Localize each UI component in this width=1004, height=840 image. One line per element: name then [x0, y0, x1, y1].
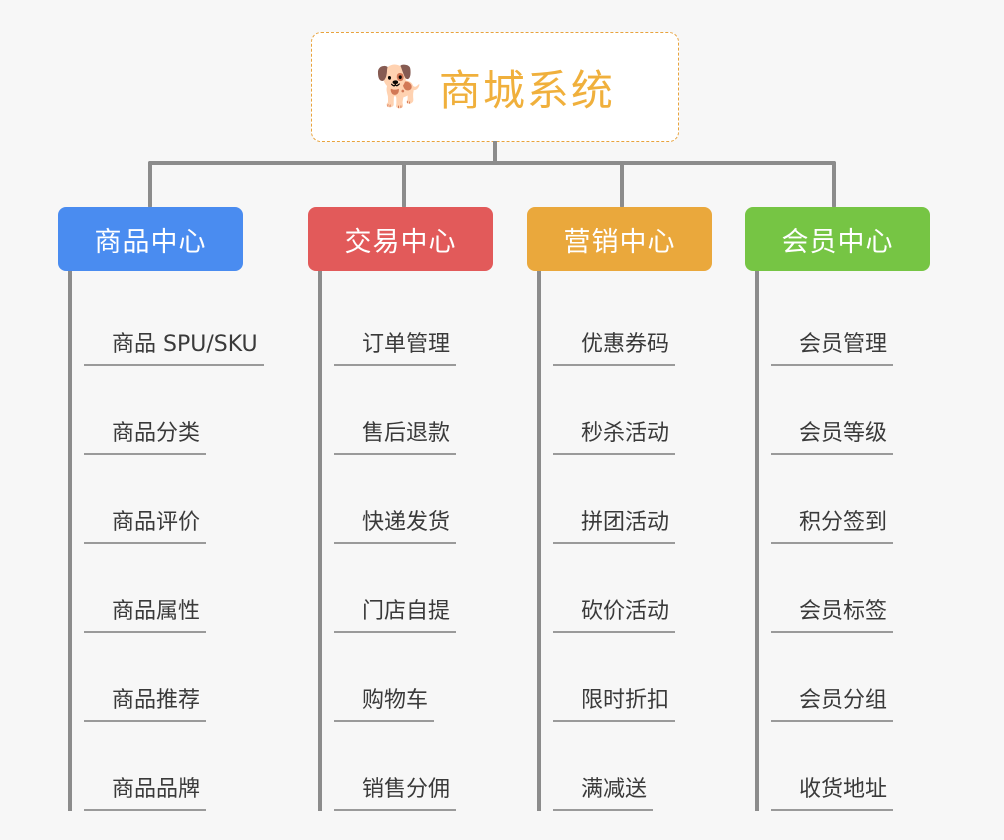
- leaf-list-3: 优惠券码 秒杀活动 拼团活动 砍价活动 限时折扣 满减送: [537, 271, 712, 811]
- branch-header-3[interactable]: 营销中心: [527, 207, 712, 271]
- connector-drop-3: [620, 161, 624, 208]
- leaf-label: 购物车: [334, 682, 435, 722]
- leaf-item[interactable]: 售后退款: [334, 366, 493, 455]
- leaf-label: 会员等级: [771, 415, 894, 455]
- leaf-item[interactable]: 快递发货: [334, 455, 493, 544]
- connector-drop-4: [832, 161, 836, 208]
- leaf-label: 快递发货: [334, 504, 457, 544]
- leaf-label: 满减送: [553, 771, 654, 811]
- leaf-label: 商品评价: [84, 504, 207, 544]
- leaf-label: 订单管理: [334, 326, 457, 366]
- root-title: 商城系统: [438, 65, 615, 115]
- branch-header-2[interactable]: 交易中心: [308, 207, 493, 271]
- leaf-label: 积分签到: [771, 504, 894, 544]
- leaf-list-2: 订单管理 售后退款 快递发货 门店自提 购物车 销售分佣: [318, 271, 493, 811]
- leaf-item[interactable]: 会员等级: [771, 366, 930, 455]
- leaf-label: 售后退款: [334, 415, 457, 455]
- leaf-item[interactable]: 门店自提: [334, 544, 493, 633]
- shiba-dog-icon: 🐕: [375, 64, 425, 110]
- leaf-item[interactable]: 满减送: [553, 722, 712, 811]
- leaf-item[interactable]: 限时折扣: [553, 633, 712, 722]
- branch-header-label-3: 营销中心: [563, 226, 676, 258]
- leaf-item[interactable]: 购物车: [334, 633, 493, 722]
- connector-drop-2: [402, 161, 406, 208]
- leaf-label: 商品推荐: [84, 682, 207, 722]
- connector-drop-1: [148, 161, 152, 208]
- branch-member-center: 会员中心 会员管理 会员等级 积分签到 会员标签 会员分组 收货地址: [745, 207, 930, 811]
- leaf-label: 门店自提: [334, 593, 457, 633]
- leaf-item[interactable]: 积分签到: [771, 455, 930, 544]
- branch-marketing-center: 营销中心 优惠券码 秒杀活动 拼团活动 砍价活动 限时折扣 满减送: [527, 207, 712, 811]
- root-node[interactable]: 🐕 商城系统: [311, 32, 679, 142]
- leaf-item[interactable]: 会员标签: [771, 544, 930, 633]
- branch-header-1[interactable]: 商品中心: [58, 207, 243, 271]
- leaf-label: 销售分佣: [334, 771, 457, 811]
- leaf-label: 会员管理: [771, 326, 894, 366]
- leaf-label: 商品品牌: [84, 771, 207, 811]
- leaf-item[interactable]: 拼团活动: [553, 455, 712, 544]
- branch-product-center: 商品中心 商品 SPU/SKU 商品分类 商品评价 商品属性 商品推荐 商品品牌: [58, 207, 264, 811]
- leaf-item[interactable]: 商品分类: [84, 366, 264, 455]
- leaf-label: 秒杀活动: [553, 415, 676, 455]
- branch-header-label-2: 交易中心: [344, 226, 457, 258]
- connector-horizontal-bus: [148, 161, 836, 165]
- leaf-item[interactable]: 订单管理: [334, 277, 493, 366]
- leaf-label: 会员标签: [771, 593, 894, 633]
- leaf-item[interactable]: 会员管理: [771, 277, 930, 366]
- leaf-label: 商品 SPU/SKU: [84, 326, 264, 366]
- leaf-item[interactable]: 收货地址: [771, 722, 930, 811]
- leaf-label: 砍价活动: [553, 593, 676, 633]
- leaf-label: 限时折扣: [553, 682, 676, 722]
- branch-header-label-4: 会员中心: [781, 226, 894, 258]
- branch-trade-center: 交易中心 订单管理 售后退款 快递发货 门店自提 购物车 销售分佣: [308, 207, 493, 811]
- leaf-item[interactable]: 销售分佣: [334, 722, 493, 811]
- leaf-item[interactable]: 商品 SPU/SKU: [84, 277, 264, 366]
- leaf-label: 会员分组: [771, 682, 894, 722]
- leaf-item[interactable]: 商品推荐: [84, 633, 264, 722]
- leaf-label: 商品分类: [84, 415, 207, 455]
- leaf-label: 收货地址: [771, 771, 894, 811]
- leaf-item[interactable]: 砍价活动: [553, 544, 712, 633]
- leaf-item[interactable]: 商品品牌: [84, 722, 264, 811]
- branch-header-4[interactable]: 会员中心: [745, 207, 930, 271]
- leaf-label: 商品属性: [84, 593, 207, 633]
- leaf-item[interactable]: 优惠券码: [553, 277, 712, 366]
- leaf-item[interactable]: 秒杀活动: [553, 366, 712, 455]
- connector-root-stem: [493, 141, 497, 164]
- leaf-list-1: 商品 SPU/SKU 商品分类 商品评价 商品属性 商品推荐 商品品牌: [68, 271, 264, 811]
- leaf-item[interactable]: 商品属性: [84, 544, 264, 633]
- leaf-label: 拼团活动: [553, 504, 676, 544]
- leaf-label: 优惠券码: [553, 326, 676, 366]
- branch-header-label-1: 商品中心: [94, 226, 207, 258]
- leaf-item[interactable]: 商品评价: [84, 455, 264, 544]
- leaf-item[interactable]: 会员分组: [771, 633, 930, 722]
- leaf-list-4: 会员管理 会员等级 积分签到 会员标签 会员分组 收货地址: [755, 271, 930, 811]
